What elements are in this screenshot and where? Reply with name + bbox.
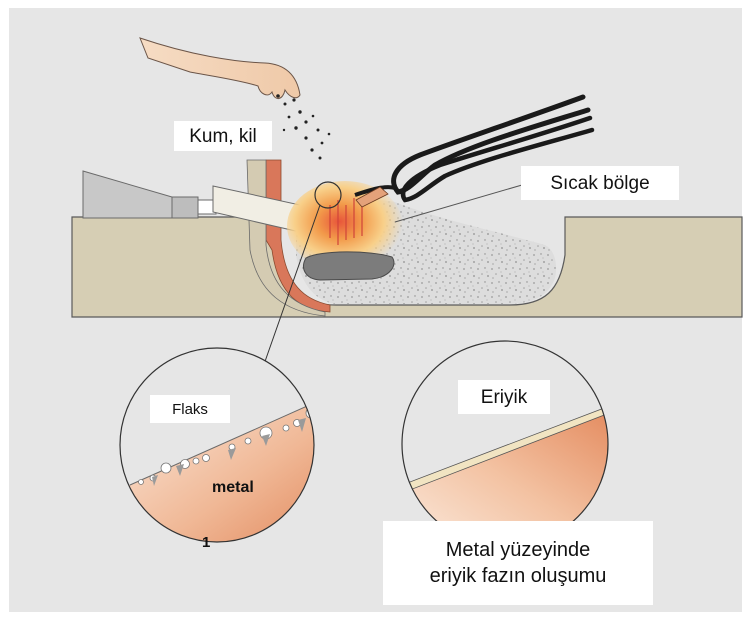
caption-line-2: eriyik fazın oluşumu — [430, 563, 607, 589]
stone — [304, 252, 394, 280]
sand-clay-label: Kum, kil — [174, 121, 272, 151]
metal-label: metal — [212, 480, 254, 496]
flux-label: Flaks — [150, 395, 230, 423]
blower-body — [172, 197, 198, 218]
caption-line-1: Metal yüzeyinde — [446, 537, 591, 563]
melt-label: Eriyik — [458, 380, 550, 414]
figure-number: 1 — [202, 535, 210, 550]
hot-zone-label: Sıcak bölge — [521, 166, 679, 200]
caption: Metal yüzeyinde eriyik fazın oluşumu — [383, 521, 653, 605]
